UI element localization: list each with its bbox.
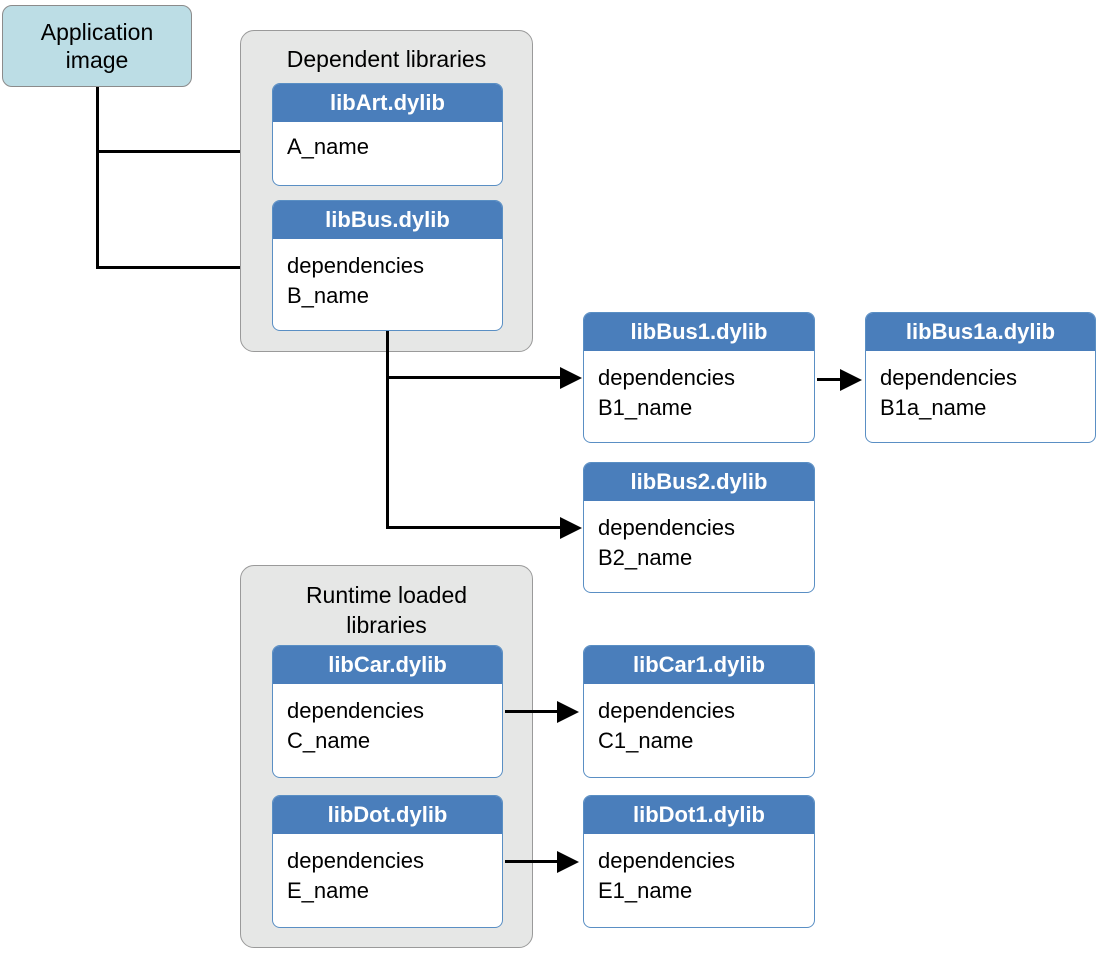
library-title-libBus1: libBus1.dylib bbox=[584, 313, 814, 351]
connector-libdot-to-libdot1 bbox=[505, 860, 563, 863]
connector-libbus-to-libbus2 bbox=[386, 526, 568, 529]
library-body-libDot: dependencies E_name bbox=[287, 848, 425, 903]
arrowhead-libdot-to-libdot1 bbox=[557, 851, 579, 873]
library-title-libCar: libCar.dylib bbox=[273, 646, 502, 684]
library-title-libBus2: libBus2.dylib bbox=[584, 463, 814, 501]
connector-libbus-to-libbus1 bbox=[386, 376, 568, 379]
library-body-libArt: A_name bbox=[287, 134, 369, 159]
library-card-libCar1[interactable]: libCar1.dylib dependencies C1_name bbox=[583, 645, 815, 778]
library-card-libDot[interactable]: libDot.dylib dependencies E_name bbox=[272, 795, 503, 928]
library-title-libArt: libArt.dylib bbox=[273, 84, 502, 122]
group-dependent-libraries-title: Dependent libraries bbox=[286, 46, 487, 72]
arrowhead-libbus-to-libbus1 bbox=[560, 367, 582, 389]
connector-app-to-libbus bbox=[96, 266, 246, 269]
library-card-libBus1a[interactable]: libBus1a.dylib dependencies B1a_name bbox=[865, 312, 1096, 443]
connector-app-trunk bbox=[96, 87, 99, 269]
arrowhead-libbus-to-libbus2 bbox=[560, 517, 582, 539]
connector-libbus1-to-libbus1a bbox=[817, 378, 847, 381]
library-body-libCar: dependencies C_name bbox=[287, 698, 425, 753]
library-body-libCar1: dependencies C1_name bbox=[598, 698, 736, 753]
library-body-libBus2: dependencies B2_name bbox=[598, 515, 736, 570]
library-card-libArt[interactable]: libArt.dylib A_name bbox=[272, 83, 503, 186]
arrowhead-libbus1-to-libbus1a bbox=[840, 369, 862, 391]
library-title-libBus: libBus.dylib bbox=[273, 201, 502, 239]
application-image-box[interactable]: Application image bbox=[2, 5, 192, 87]
connector-libbus-trunk bbox=[386, 331, 389, 529]
library-title-libCar1: libCar1.dylib bbox=[584, 646, 814, 684]
group-runtime-loaded-libraries-title: Runtime loaded libraries bbox=[305, 582, 468, 638]
library-body-libBus1: dependencies B1_name bbox=[598, 365, 736, 420]
library-card-libCar[interactable]: libCar.dylib dependencies C_name bbox=[272, 645, 503, 778]
library-card-libBus[interactable]: libBus.dylib dependencies B_name bbox=[272, 200, 503, 331]
library-title-libDot1: libDot1.dylib bbox=[584, 796, 814, 834]
library-card-libBus2[interactable]: libBus2.dylib dependencies B2_name bbox=[583, 462, 815, 593]
library-title-libDot: libDot.dylib bbox=[273, 796, 502, 834]
connector-app-to-libart bbox=[96, 150, 246, 153]
library-card-libBus1[interactable]: libBus1.dylib dependencies B1_name bbox=[583, 312, 815, 443]
library-card-libDot1[interactable]: libDot1.dylib dependencies E1_name bbox=[583, 795, 815, 928]
library-body-libBus1a: dependencies B1a_name bbox=[880, 365, 1018, 420]
library-body-libBus: dependencies B_name bbox=[287, 253, 425, 308]
library-body-libDot1: dependencies E1_name bbox=[598, 848, 736, 903]
connector-libcar-to-libcar1 bbox=[505, 710, 563, 713]
library-title-libBus1a: libBus1a.dylib bbox=[866, 313, 1095, 351]
arrowhead-libcar-to-libcar1 bbox=[557, 701, 579, 723]
